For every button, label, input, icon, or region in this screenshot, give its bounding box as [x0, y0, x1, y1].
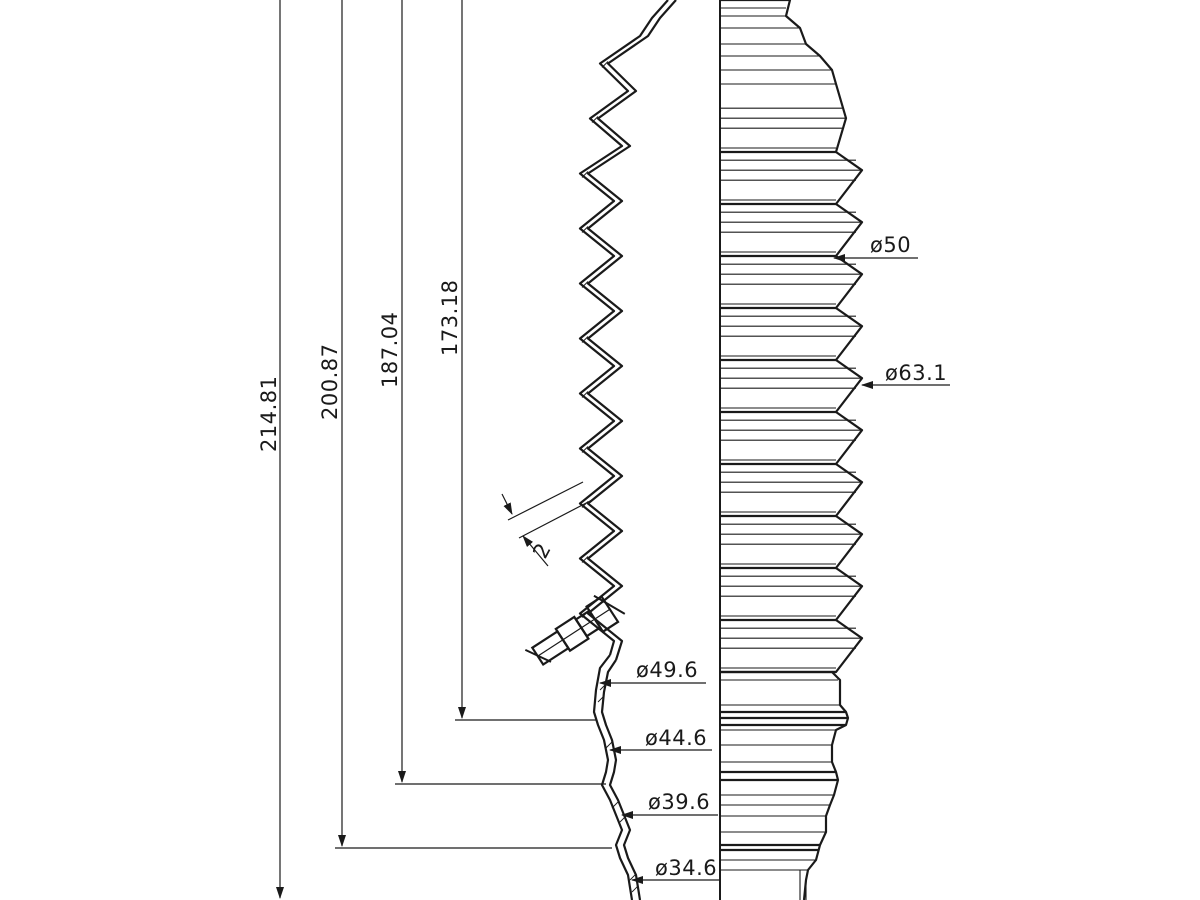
section-hatch-line	[591, 116, 599, 123]
dimension-173-18: 173.18	[438, 0, 596, 721]
vertical-dimensions: 173.18 187.04 200.87 214.81	[257, 0, 612, 899]
section-hatch	[581, 61, 609, 618]
section-hatch-line	[581, 226, 589, 233]
neck-rings	[720, 670, 850, 900]
section-hatch-line	[581, 446, 589, 453]
section-view: 2	[501, 0, 677, 900]
diameter-callouts: ø50 ø63.1 ø49.6 ø44.6 ø39.6	[599, 233, 950, 884]
exterior-view	[720, 0, 864, 900]
dimension-label-173-18: 173.18	[438, 280, 462, 356]
section-hatch-line	[581, 556, 589, 563]
diameter-callout-49-6: ø49.6	[599, 658, 706, 687]
diameter-callout-63-1: ø63.1	[861, 361, 950, 389]
wall-thickness-dimension: 2	[501, 481, 593, 567]
section-wall-inner	[586, 0, 677, 661]
diameter-label-39-6: ø39.6	[648, 790, 710, 814]
dimension-label-187-04: 187.04	[378, 312, 402, 388]
section-hatch-line	[581, 171, 589, 178]
section-hatch-line	[581, 281, 589, 288]
dimension-187-04: 187.04	[378, 0, 606, 785]
diameter-label-49-6: ø49.6	[636, 658, 698, 682]
dimension-label-200-87: 200.87	[318, 344, 342, 420]
wall-thickness-label: 2	[528, 539, 556, 563]
diameter-label-50: ø50	[870, 233, 911, 257]
section-hatch-line	[581, 336, 589, 343]
neck-section-inner	[600, 659, 642, 900]
diameter-callout-39-6: ø39.6	[621, 790, 718, 819]
dimension-200-87: 200.87	[318, 0, 612, 849]
section-hatch-line	[601, 61, 609, 68]
dimension-214-81: 214.81	[257, 0, 284, 899]
diameter-label-44-6: ø44.6	[645, 726, 707, 750]
dimension-label-214-81: 214.81	[257, 376, 281, 452]
diameter-label-63-1: ø63.1	[885, 361, 947, 385]
diameter-callout-44-6: ø44.6	[609, 726, 712, 754]
vent-nipple-icon	[524, 594, 626, 667]
diameter-callout-34-6: ø34.6	[631, 856, 720, 884]
neck-section-outer	[592, 654, 634, 900]
section-wall-outer	[578, 0, 669, 656]
section-hatch-line	[581, 391, 589, 398]
diameter-callout-50: ø50	[833, 233, 918, 262]
diameter-label-34-6: ø34.6	[655, 856, 717, 880]
